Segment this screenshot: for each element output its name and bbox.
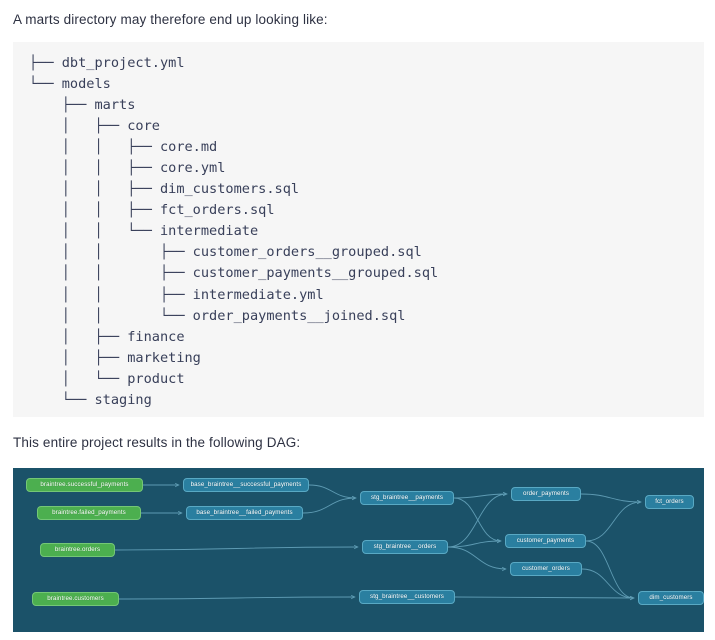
dag-node-customer-payments[interactable]: customer_payments: [505, 534, 586, 548]
dag-node-base-braintree-failed-payments[interactable]: base_braintree__failed_payments: [186, 506, 303, 520]
dag-edge-stg_braintree_orders-to-order_payments: [447, 494, 507, 548]
dag-node-fct-orders[interactable]: fct_orders: [645, 495, 694, 509]
directory-tree-text: ├── dbt_project.yml └── models ├── marts…: [29, 55, 439, 408]
dag-diagram-panel[interactable]: braintree.successful_payments braintree.f…: [13, 468, 704, 632]
dag-node-customer-orders[interactable]: customer_orders: [510, 562, 582, 576]
dag-node-braintree-customers[interactable]: braintree.customers: [32, 592, 119, 606]
dag-edge-stg_braintree_orders-to-customer_payments: [447, 541, 501, 548]
dag-edge-customer_orders-to-dim_customers: [581, 568, 634, 598]
dag-edge-customer_payments-to-fct_orders: [585, 502, 641, 542]
dag-node-stg-braintree-payments[interactable]: stg_braintree__payments: [360, 491, 454, 505]
dag-node-braintree-orders[interactable]: braintree.orders: [40, 543, 115, 557]
dag-edge-stg_braintree_orders-to-customer_orders: [447, 546, 506, 569]
dag-edge-stg_braintree_payments-to-customer_payments: [453, 497, 501, 541]
dag-caption-paragraph: This entire project results in the follo…: [13, 435, 301, 450]
directory-tree-code-block: ├── dbt_project.yml └── models ├── marts…: [13, 42, 704, 417]
dag-edge-braintree_orders-to-stg_braintree_orders: [114, 547, 358, 551]
dag-node-order-payments[interactable]: order_payments: [511, 487, 581, 501]
dag-edge-order_payments-to-fct_orders: [580, 493, 641, 502]
dag-node-base-braintree-successful-payments[interactable]: base_braintree__successful_payments: [183, 478, 309, 492]
dag-node-braintree-successful-payments[interactable]: braintree.successful_payments: [26, 478, 143, 492]
intro-paragraph: A marts directory may therefore end up l…: [13, 12, 328, 27]
dag-edge-stg_braintree_customers-to-dim_customers: [454, 597, 634, 598]
dag-edge-customer_payments-to-dim_customers: [585, 540, 634, 598]
dag-node-dim-customers[interactable]: dim_customers: [638, 591, 704, 605]
dag-edge-base_braintree_failed_payments-to-stg_braintree_payments: [302, 498, 356, 514]
dag-node-stg-braintree-orders[interactable]: stg_braintree__orders: [362, 540, 448, 554]
dag-node-stg-braintree-customers[interactable]: stg_braintree__customers: [359, 590, 455, 604]
dag-edge-stg_braintree_payments-to-order_payments: [453, 494, 507, 499]
dag-node-braintree-failed-payments[interactable]: braintree.failed_payments: [37, 506, 141, 520]
dag-edge-base_braintree_successful_payments-to-stg_braintree_payments: [308, 484, 356, 498]
dag-edges-layer: [114, 468, 704, 632]
dag-edge-braintree_customers-to-stg_braintree_customers: [118, 597, 355, 600]
